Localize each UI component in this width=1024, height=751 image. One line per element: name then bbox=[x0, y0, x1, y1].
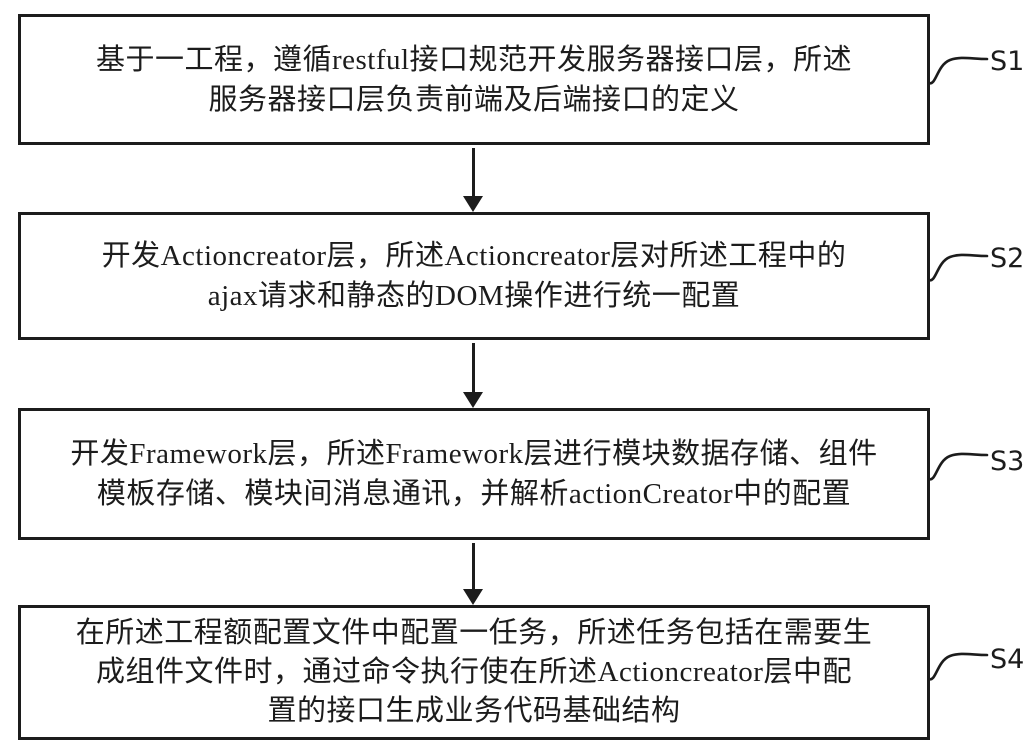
step-s1-text-line: 服务器接口层负责前端及后端接口的定义 bbox=[208, 83, 740, 116]
step-s3-text-line: 模板存储、模块间消息通讯，并解析actionCreator中的配置 bbox=[96, 478, 852, 510]
step-s2-leader-curve bbox=[927, 253, 989, 282]
arrow-line bbox=[472, 543, 475, 593]
step-box-s4: 在所述工程额配置文件中配置一任务，所述任务包括在需要生 成组件文件时，通过命令执… bbox=[18, 605, 930, 740]
step-s4-text-line: 置的接口生成业务代码基础结构 bbox=[267, 695, 681, 727]
step-s4-text-line: 成组件文件时，通过命令执行使在所述Actioncreator层中配 bbox=[96, 656, 852, 688]
step-label-s3: S3 bbox=[990, 446, 1024, 477]
step-label-s4: S4 bbox=[990, 644, 1024, 675]
flow-arrow-1 bbox=[463, 148, 484, 212]
arrow-line bbox=[472, 148, 475, 200]
step-label-s2: S2 bbox=[990, 243, 1024, 274]
step-s3-text-line: 开发Framework层，所述Framework层进行模块数据存储、组件 bbox=[70, 438, 878, 470]
arrow-down-icon bbox=[463, 589, 483, 605]
step-label-s1: S1 bbox=[990, 46, 1024, 77]
flow-arrow-2 bbox=[463, 343, 484, 408]
step-s4-text-line: 在所述工程额配置文件中配置一任务，所述任务包括在需要生 bbox=[75, 617, 873, 649]
arrow-line bbox=[472, 343, 475, 396]
step-box-s3: 开发Framework层，所述Framework层进行模块数据存储、组件 模板存… bbox=[18, 408, 930, 540]
step-box-s2: 开发Actioncreator层，所述Actioncreator层对所述工程中的… bbox=[18, 212, 930, 340]
step-s3-leader-curve bbox=[927, 452, 989, 481]
step-s1-text-line: 基于一工程，遵循restful接口规范开发服务器接口层，所述 bbox=[95, 43, 853, 76]
flow-arrow-3 bbox=[463, 543, 484, 605]
arrow-down-icon bbox=[463, 392, 483, 408]
step-s2-text-line: ajax请求和静态的DOM操作进行统一配置 bbox=[207, 280, 741, 312]
step-s1-leader-curve bbox=[927, 56, 989, 85]
arrow-down-icon bbox=[463, 196, 483, 212]
step-box-s1: 基于一工程，遵循restful接口规范开发服务器接口层，所述 服务器接口层负责前… bbox=[18, 14, 930, 145]
step-s4-leader-curve bbox=[927, 652, 989, 681]
step-s2-text-line: 开发Actioncreator层，所述Actioncreator层对所述工程中的 bbox=[101, 240, 847, 272]
